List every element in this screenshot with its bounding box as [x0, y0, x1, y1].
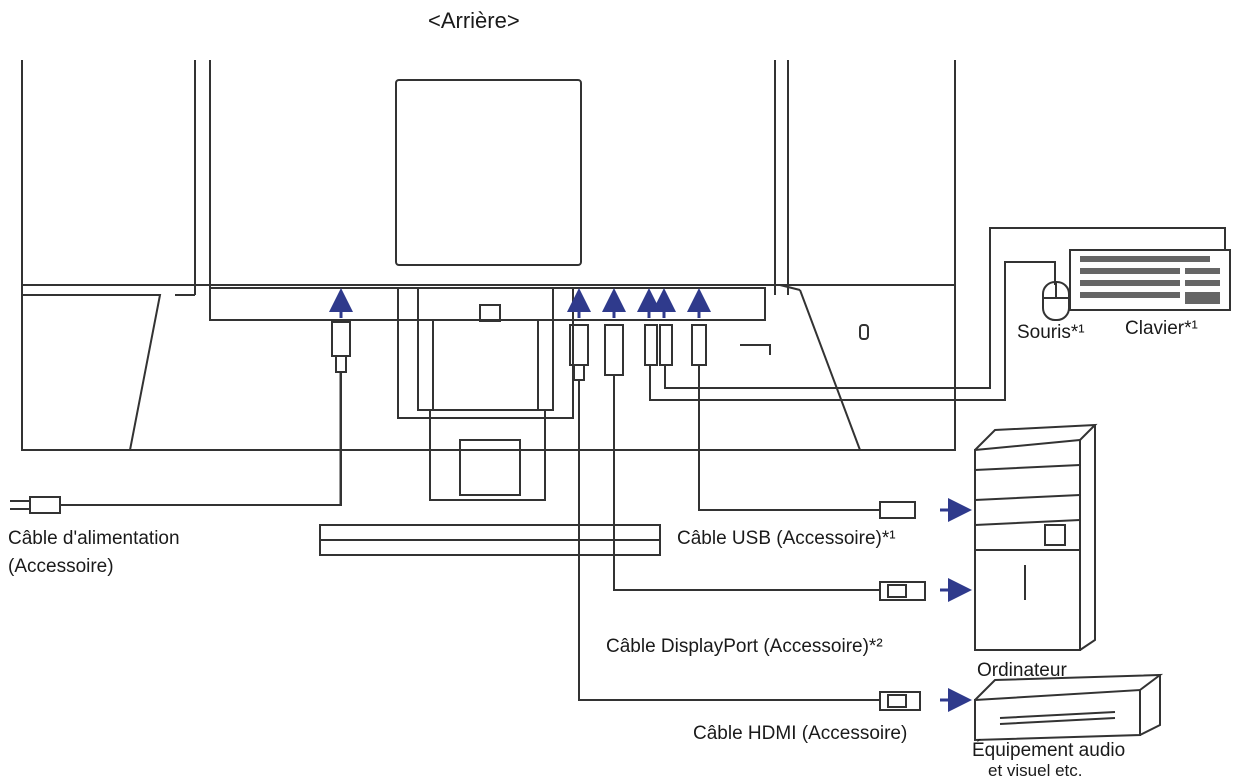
- computer-label: Ordinateur: [977, 660, 1067, 681]
- lock-slot-icon: [859, 324, 869, 340]
- displayport-cable-label: Câble DisplayPort (Accessoire)*²: [606, 636, 883, 657]
- keyboard-icon: [1069, 249, 1231, 311]
- displayport-plug: [879, 581, 926, 601]
- hdmi-cable-label: Câble HDMI (Accessoire): [693, 723, 908, 744]
- power-plug: [29, 496, 61, 514]
- usb-plug: [879, 501, 916, 519]
- vesa-mount-plate: [395, 79, 582, 266]
- stand-neck: [397, 287, 574, 419]
- power-cable-label-2: (Accessoire): [8, 556, 114, 577]
- power-cable-label-1: Câble d'alimentation: [8, 528, 180, 549]
- monitor-body: [21, 60, 956, 451]
- mouse-label: Souris*¹: [1017, 322, 1085, 343]
- hdmi-plug: [879, 691, 921, 711]
- av-equipment-label-2: et visuel etc.: [988, 761, 1083, 780]
- usb-cable-label: Câble USB (Accessoire)*¹: [677, 528, 896, 549]
- keyboard-label: Clavier*¹: [1125, 318, 1198, 339]
- av-equipment-label-1: Équipement audio: [972, 740, 1126, 761]
- diagram-title: <Arrière>: [428, 8, 520, 33]
